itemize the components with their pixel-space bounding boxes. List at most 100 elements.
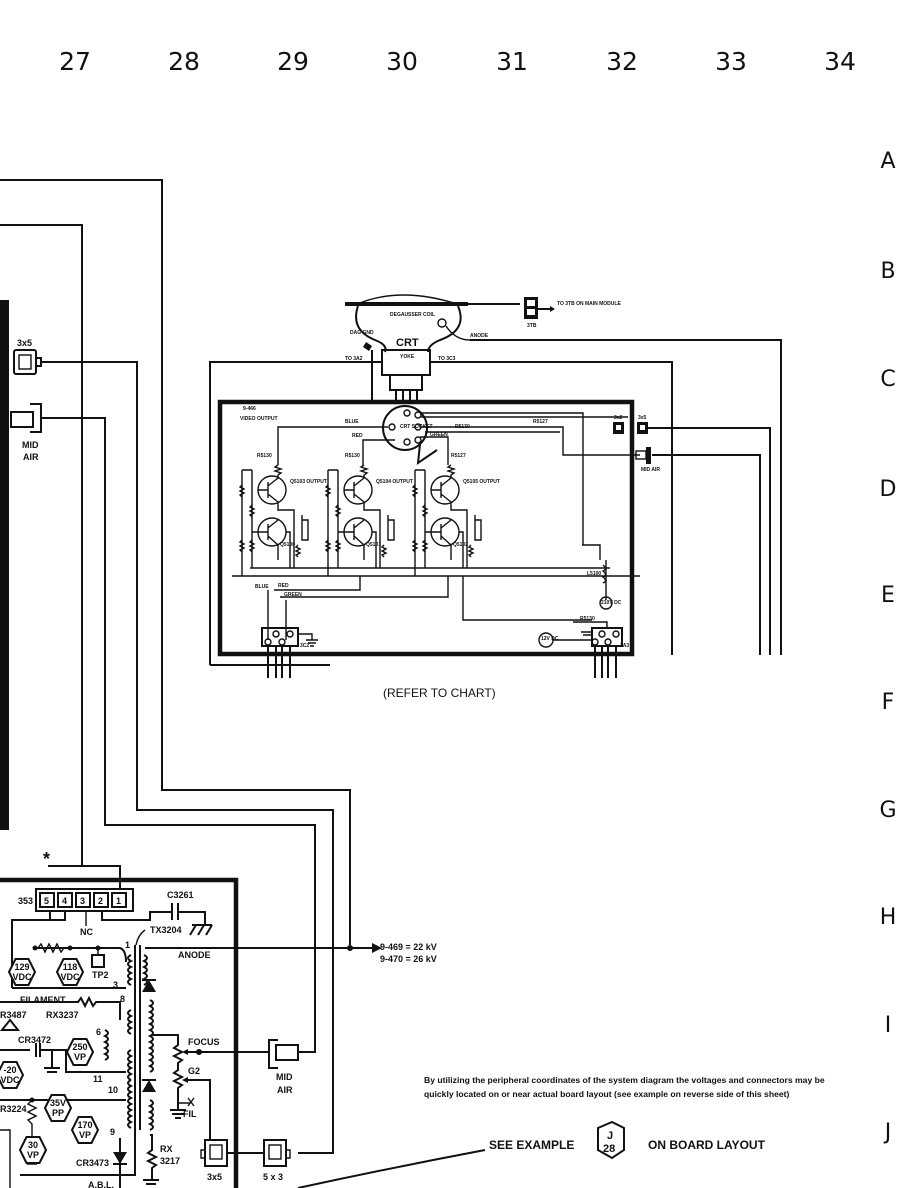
svg-text:8: 8 <box>120 994 125 1004</box>
crt-socket <box>382 405 428 451</box>
svg-text:250: 250 <box>72 1042 87 1052</box>
svg-text:C3261: C3261 <box>167 890 194 900</box>
left-board-edge <box>0 300 9 830</box>
svg-text:TO 3A2: TO 3A2 <box>345 356 363 362</box>
svg-text:R3487: R3487 <box>0 1010 27 1020</box>
svg-text:PP: PP <box>52 1108 64 1118</box>
svg-text:28: 28 <box>603 1143 615 1155</box>
wire-mid-air <box>42 417 316 1053</box>
transformer-winding <box>127 1009 134 1035</box>
connector-3c2: 3C2 <box>261 627 318 678</box>
connector-3x2: 3x2 <box>613 415 624 434</box>
transformer-winding <box>127 1049 134 1081</box>
svg-text:Q5104 OUTPUT: Q5104 OUTPUT <box>376 479 413 485</box>
svg-text:170: 170 <box>77 1120 92 1130</box>
svg-text:CRT SOCKET: CRT SOCKET <box>400 424 433 430</box>
svg-text:353: 353 <box>18 896 33 906</box>
svg-text:TP2: TP2 <box>92 970 109 980</box>
svg-text:R5127: R5127 <box>451 453 466 459</box>
connector-pin: 1 <box>116 896 121 906</box>
refer-to-chart: (REFER TO CHART) <box>383 686 496 700</box>
video-output-board <box>217 399 635 657</box>
svg-text:1: 1 <box>125 940 130 950</box>
svg-text:L5100: L5100 <box>587 571 601 577</box>
svg-text:GREEN: GREEN <box>284 592 302 598</box>
column-label: 33 <box>715 47 747 76</box>
connector-353 <box>35 888 134 912</box>
svg-text:G2: G2 <box>188 1066 200 1076</box>
svg-text:Q5105 OUTPUT: Q5105 OUTPUT <box>463 479 500 485</box>
transformer-winding <box>127 954 134 986</box>
svg-text:9: 9 <box>110 1127 115 1137</box>
svg-text:Q5100: Q5100 <box>280 542 295 548</box>
svg-text:-20: -20 <box>3 1065 16 1075</box>
svg-text:DEGAUSSER COIL: DEGAUSSER COIL <box>390 312 435 318</box>
example-hex-badge: J 28 <box>597 1120 625 1160</box>
svg-text:AIR: AIR <box>23 452 39 462</box>
svg-text:MID: MID <box>22 440 39 450</box>
svg-text:129: 129 <box>14 962 29 972</box>
svg-text:ANODE: ANODE <box>178 950 211 960</box>
connector-pin: 3 <box>80 896 85 906</box>
row-label: H <box>880 905 897 930</box>
svg-text:VIDEO OUTPUT: VIDEO OUTPUT <box>240 416 278 422</box>
svg-text:12V DC: 12V DC <box>541 636 559 642</box>
transformer-winding <box>147 1099 154 1131</box>
wire-anode-feed <box>0 179 351 945</box>
row-label: D <box>880 477 897 502</box>
column-label: 31 <box>496 47 528 76</box>
svg-text:R5127: R5127 <box>533 419 548 425</box>
connector-mid-air: MID AIR <box>635 447 660 473</box>
svg-text:Q5101: Q5101 <box>366 542 381 548</box>
svg-text:5 x 3: 5 x 3 <box>263 1172 283 1182</box>
svg-text:3x2: 3x2 <box>614 415 623 421</box>
column-label: 29 <box>277 47 309 76</box>
wire-353-feed <box>0 224 83 866</box>
svg-text:DAG GND: DAG GND <box>350 330 374 336</box>
svg-text:TX3204: TX3204 <box>150 925 182 935</box>
svg-text:3C2: 3C2 <box>300 643 309 649</box>
coordinates-note: By utilizing the peripheral coordinates … <box>424 1075 825 1099</box>
crt-section: DEGAUSSER COIL TO 3TB ON MAIN MODULE 3TB… <box>209 294 782 700</box>
svg-text:210V DC: 210V DC <box>601 600 622 606</box>
svg-text:6: 6 <box>96 1027 101 1037</box>
svg-text:MID: MID <box>276 1072 293 1082</box>
svg-text:VP: VP <box>27 1150 39 1160</box>
svg-text:9-470 = 26 kV: 9-470 = 26 kV <box>380 954 437 964</box>
svg-text:30: 30 <box>28 1140 38 1150</box>
svg-text:FIL: FIL <box>183 1109 197 1119</box>
connector-3x5-left: 3x5 <box>13 338 42 375</box>
svg-text:10: 10 <box>108 1085 118 1095</box>
svg-text:R3224: R3224 <box>0 1104 27 1114</box>
svg-text:*: * <box>43 849 50 869</box>
see-example-leader <box>297 1149 486 1188</box>
svg-text:TO 3C3: TO 3C3 <box>438 356 456 362</box>
svg-text:BLUE: BLUE <box>345 419 359 425</box>
svg-text:3217: 3217 <box>160 1156 180 1166</box>
column-label: 34 <box>824 47 856 76</box>
connector-3x5: 3x5 <box>637 415 648 434</box>
row-label: A <box>880 149 895 174</box>
connector-pin: 4 <box>62 896 67 906</box>
svg-text:3A3: 3A3 <box>620 643 629 649</box>
svg-text:FILAMENT: FILAMENT <box>20 995 66 1005</box>
row-label: I <box>885 1013 892 1038</box>
svg-text:GREEN: GREEN <box>430 432 448 438</box>
svg-text:VDC: VDC <box>60 972 80 982</box>
svg-text:CR3473: CR3473 <box>76 1158 109 1168</box>
svg-text:11: 11 <box>93 1074 103 1084</box>
connector-3tb: TO 3TB ON MAIN MODULE 3TB <box>524 297 621 329</box>
svg-text:9-466: 9-466 <box>243 406 256 412</box>
column-label: 30 <box>386 47 418 76</box>
